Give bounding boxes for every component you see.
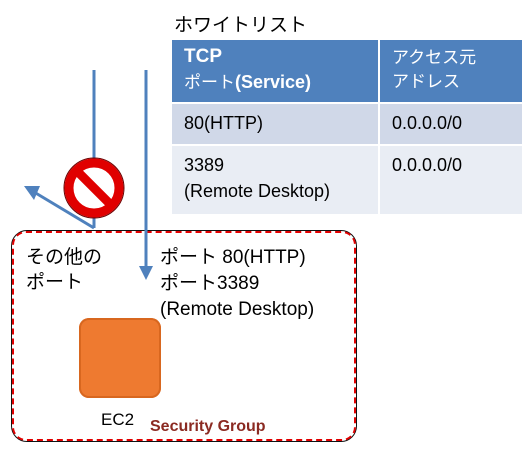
row-port: 3389 (Remote Desktop) xyxy=(170,144,380,216)
allowed-ports-line3: (Remote Desktop) xyxy=(160,299,315,320)
row-port-line1: 80(HTTP) xyxy=(184,113,264,133)
header-port-prefix: ポート xyxy=(184,73,235,93)
header-port-line1: TCP xyxy=(184,46,222,67)
table-row: 3389 (Remote Desktop) 0.0.0.0/0 xyxy=(170,144,524,216)
blocked-arrow-bend xyxy=(33,190,95,230)
blocked-arrow-head xyxy=(24,186,40,200)
header-address-line1: アクセス元 xyxy=(392,48,477,68)
whitelist-table: TCP ポート(Service) アクセス元 アドレス 80(HTTP) 0.0… xyxy=(170,38,524,216)
prohibit-icon-slash xyxy=(72,166,116,210)
ec2-instance-icon xyxy=(79,318,161,398)
other-ports-line2: ポート xyxy=(26,271,84,293)
other-ports-line1: その他の xyxy=(26,246,103,268)
header-address: アクセス元 アドレス xyxy=(378,38,524,104)
allowed-ports-label: ポート 80(HTTP) ポート3389 (Remote Desktop) xyxy=(160,245,314,323)
header-address-line2: アドレス xyxy=(392,72,460,92)
row-port-line1: 3389 xyxy=(184,155,225,175)
prohibit-icon-outline xyxy=(63,157,125,219)
row-port-line2: (Remote Desktop) xyxy=(184,181,331,201)
row-address: 0.0.0.0/0 xyxy=(378,102,524,146)
whitelist-title: ホワイトリスト xyxy=(174,14,308,36)
allowed-ports-line1: ポート 80(HTTP) xyxy=(160,247,306,268)
prohibit-icon xyxy=(63,157,125,219)
security-group-label: Security Group xyxy=(150,418,266,435)
row-port: 80(HTTP) xyxy=(170,102,380,146)
header-port-service: (Service) xyxy=(235,72,312,92)
header-port: TCP ポート(Service) xyxy=(170,38,380,104)
row-address: 0.0.0.0/0 xyxy=(378,144,524,216)
allowed-arrow xyxy=(139,70,153,280)
allowed-ports-line2: ポート3389 xyxy=(160,273,260,294)
header-port-line2: ポート(Service) xyxy=(184,68,368,97)
table-row: 80(HTTP) 0.0.0.0/0 xyxy=(170,102,524,146)
whitelist-header-row: TCP ポート(Service) アクセス元 アドレス xyxy=(170,38,524,104)
ec2-label: EC2 xyxy=(101,410,135,429)
other-ports-label: その他の ポート xyxy=(26,245,102,295)
allowed-arrow-head xyxy=(139,266,153,280)
